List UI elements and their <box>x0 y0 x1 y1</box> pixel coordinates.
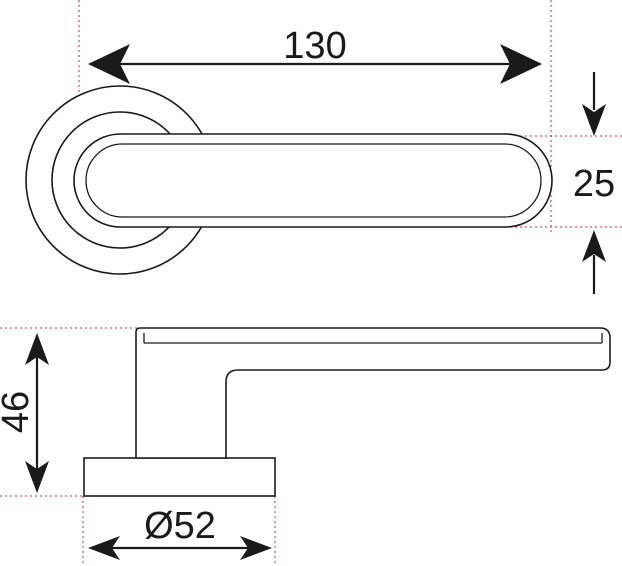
dimension-height: 25 <box>573 72 615 294</box>
dimension-rose-diameter: Ø52 <box>88 505 272 560</box>
arrow-up-icon <box>582 230 606 262</box>
dimension-length-label: 130 <box>283 25 346 67</box>
arrow-left-icon <box>88 536 120 560</box>
lever-side-profile <box>135 327 611 459</box>
dimension-height-label: 25 <box>573 163 615 205</box>
arrow-down-icon <box>25 461 49 493</box>
arrow-right-icon <box>500 44 542 84</box>
dimension-length: 130 <box>88 25 542 84</box>
arrow-up-icon <box>25 333 49 365</box>
rose-base <box>83 457 276 497</box>
dimension-rise: 46 <box>0 333 49 493</box>
arrow-left-icon <box>88 44 130 84</box>
lever-inner-outline <box>85 143 542 218</box>
arrow-down-icon <box>582 104 606 136</box>
arrow-right-icon <box>240 536 272 560</box>
handle-side-view <box>83 327 611 497</box>
handle-top-view <box>25 85 553 275</box>
lever-outer-outline <box>73 133 553 228</box>
dimension-diameter-label: Ø52 <box>144 505 216 547</box>
dimension-rise-label: 46 <box>0 391 37 433</box>
